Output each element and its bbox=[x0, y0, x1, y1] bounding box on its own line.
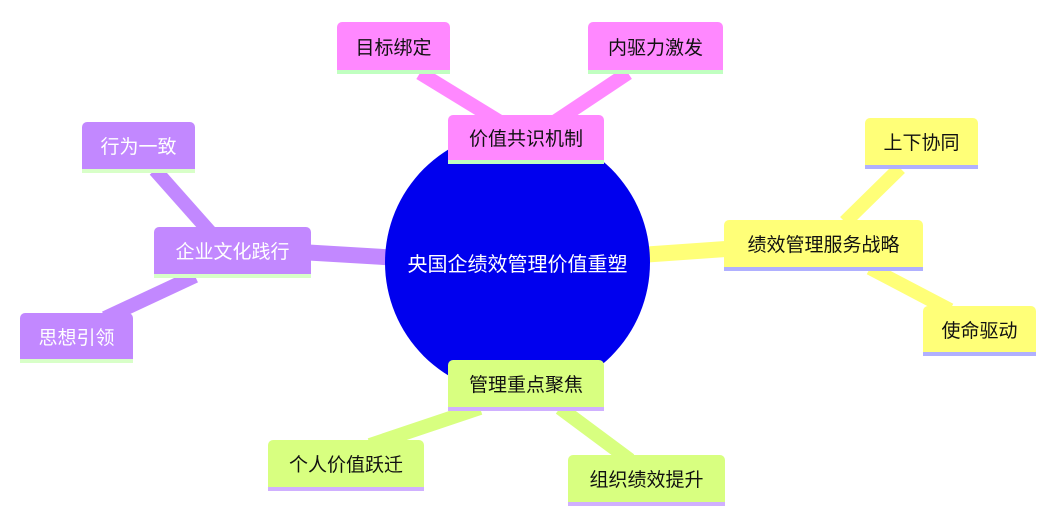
root-node[interactable]: 央国企绩效管理价值重塑 bbox=[385, 130, 650, 395]
leaf-node-personal-value[interactable]: 个人价值跃迁 bbox=[268, 440, 424, 491]
edge-root-b1 bbox=[639, 240, 741, 263]
leaf-node-mission[interactable]: 使命驱动 bbox=[923, 306, 1036, 356]
edge-b2-c0 bbox=[367, 401, 483, 452]
edge-b3-c0 bbox=[149, 165, 216, 237]
branch-node-value-consensus[interactable]: 价值共识机制 bbox=[448, 115, 604, 164]
branch-node-strategy[interactable]: 绩效管理服务战略 bbox=[724, 220, 923, 271]
branch-node-focus[interactable]: 管理重点聚焦 bbox=[448, 360, 604, 411]
leaf-node-behavior[interactable]: 行为一致 bbox=[82, 122, 195, 173]
edge-b1-c1 bbox=[866, 261, 954, 317]
branch-node-culture[interactable]: 企业文化践行 bbox=[154, 227, 311, 278]
root-label: 央国企绩效管理价值重塑 bbox=[407, 252, 628, 276]
leaf-node-thought[interactable]: 思想引领 bbox=[20, 313, 133, 363]
leaf-node-motivation[interactable]: 内驱力激发 bbox=[588, 22, 723, 74]
leaf-node-coordination[interactable]: 上下协同 bbox=[865, 118, 978, 169]
leaf-node-goal-binding[interactable]: 目标绑定 bbox=[337, 22, 450, 74]
leaf-node-org-performance[interactable]: 组织绩效提升 bbox=[568, 455, 725, 506]
edge-root-b3 bbox=[299, 244, 401, 266]
edge-b1-c0 bbox=[840, 163, 905, 227]
edge-b3-c1 bbox=[102, 269, 198, 325]
edge-b2-c1 bbox=[555, 402, 635, 466]
